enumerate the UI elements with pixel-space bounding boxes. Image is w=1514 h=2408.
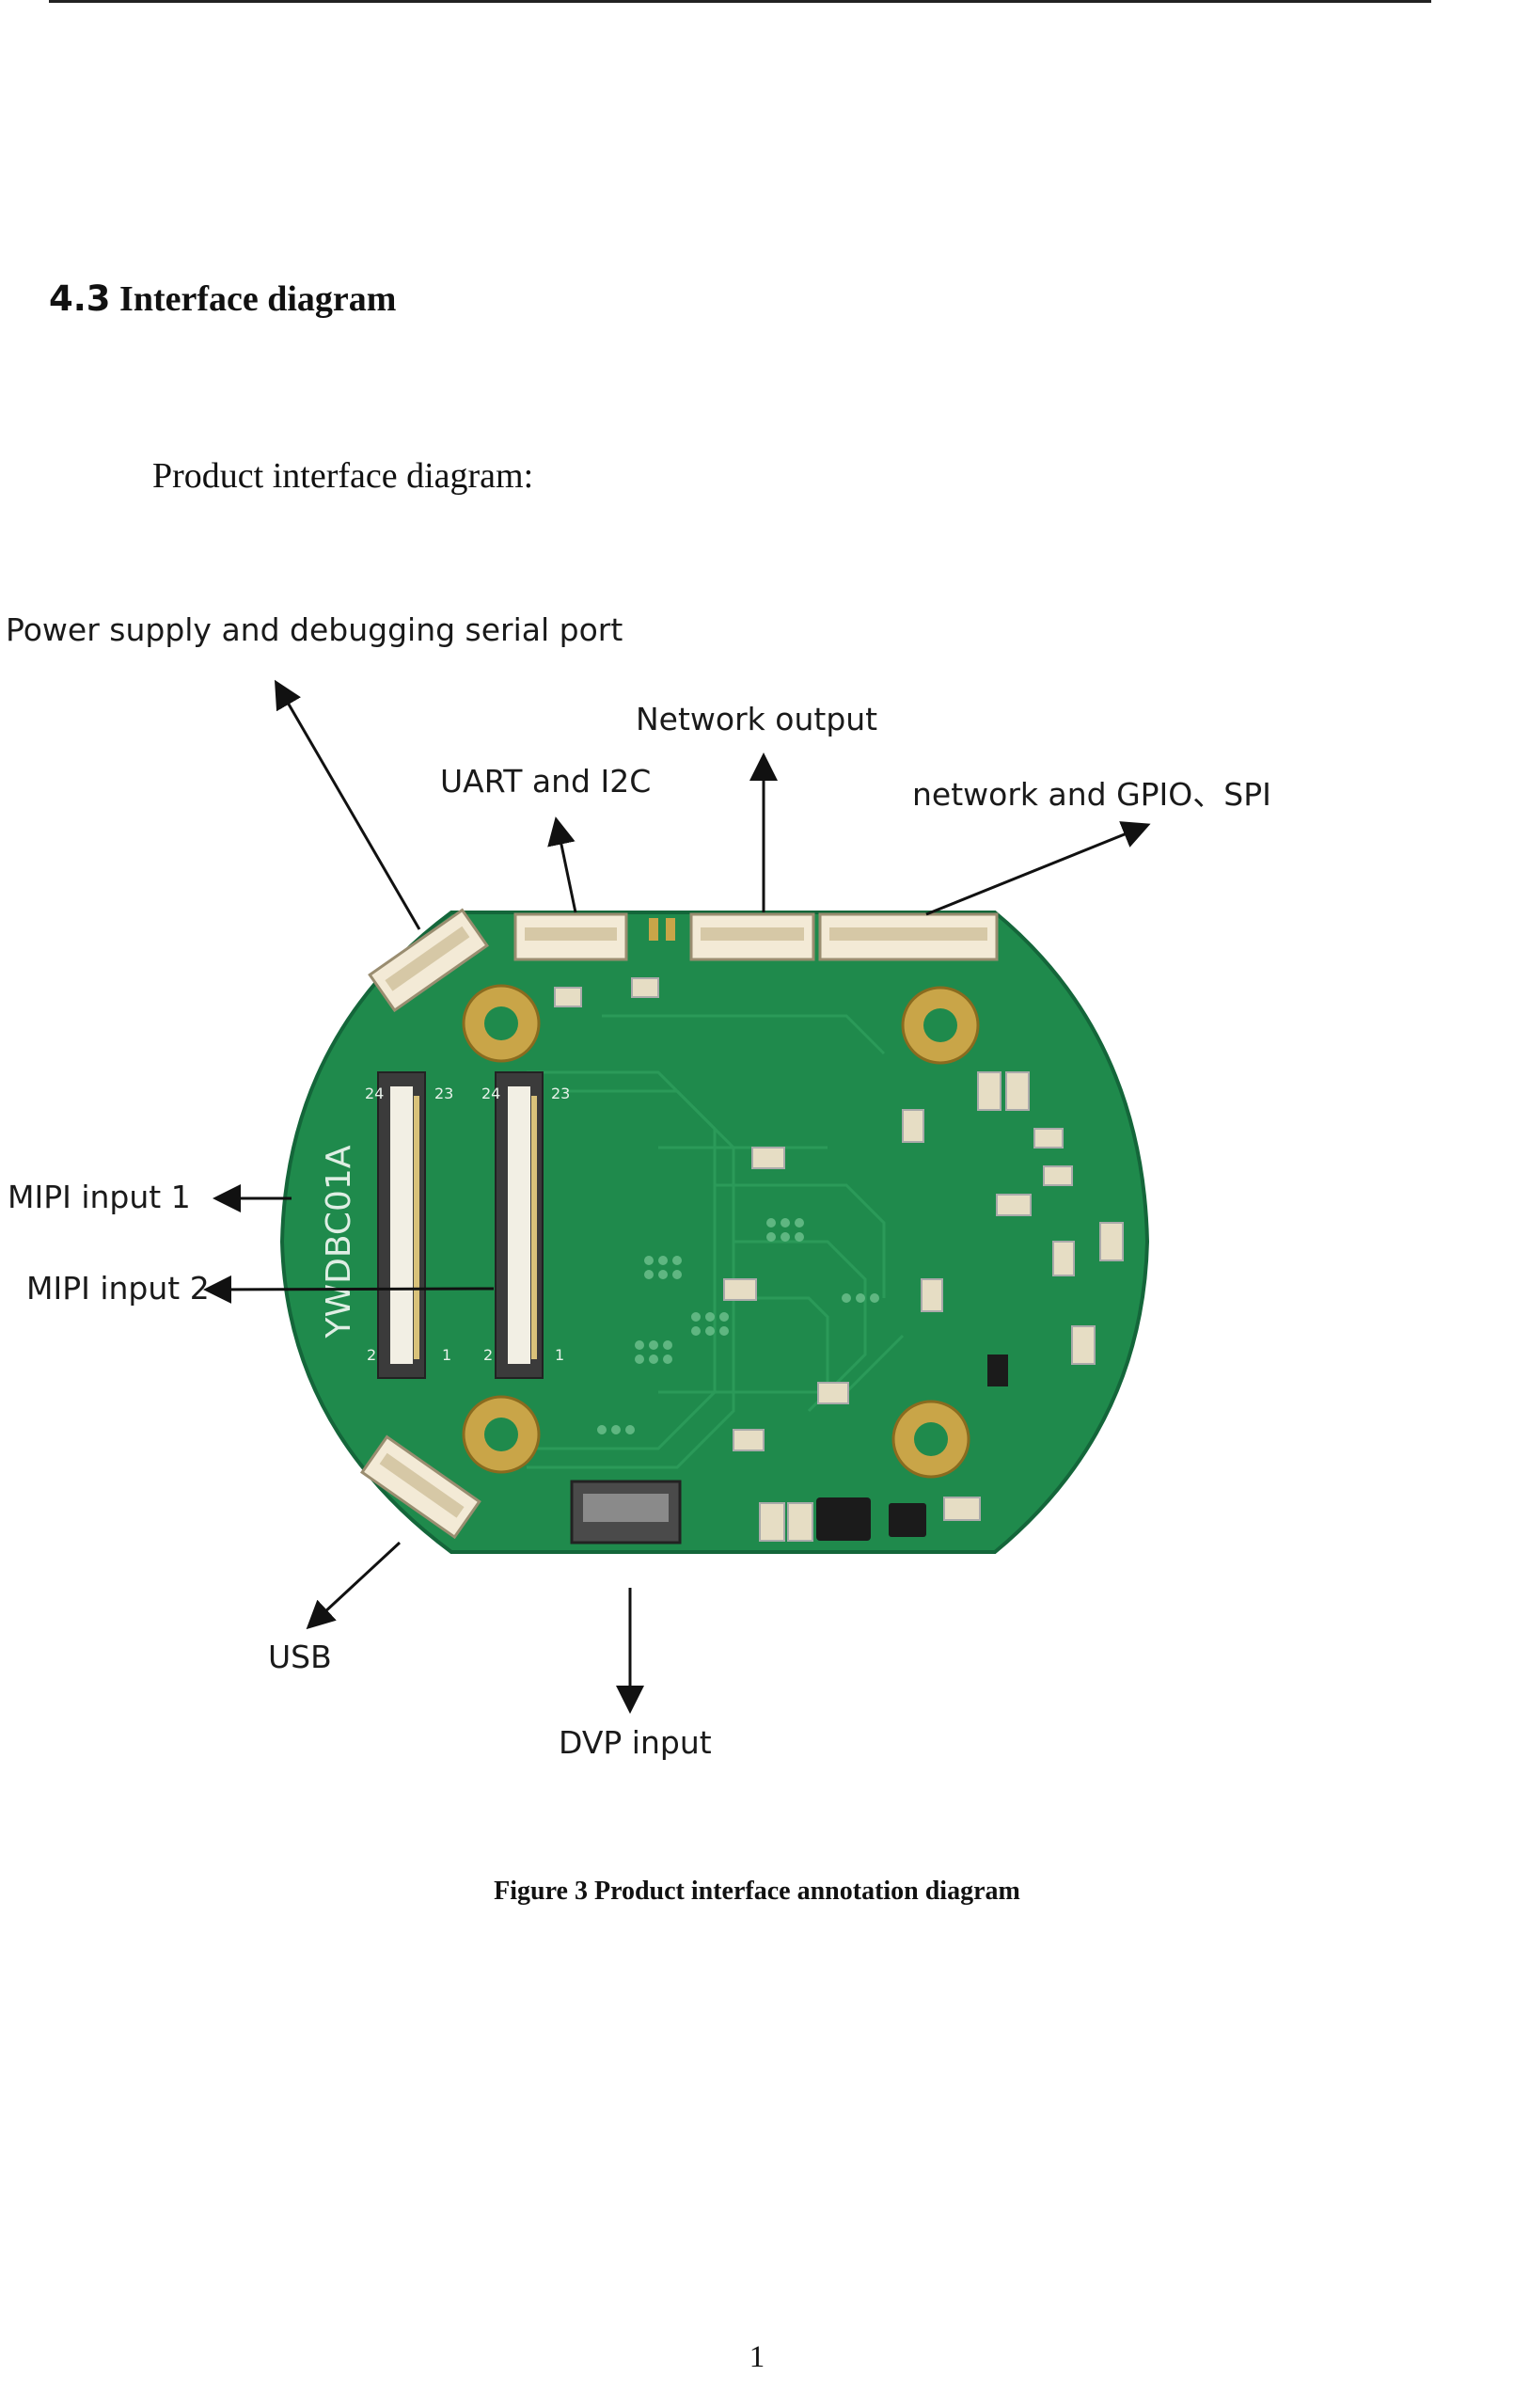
section-heading: 4.3 Interface diagram xyxy=(49,278,396,320)
arrow-network-gpio-spi xyxy=(925,821,1151,916)
pin-label: 24 xyxy=(481,1085,500,1102)
callout-uart-i2c: UART and I2C xyxy=(440,763,652,800)
callout-power-debug: Power supply and debugging serial port xyxy=(6,611,623,648)
mounting-holes xyxy=(462,984,980,1479)
pin-label: 2 xyxy=(483,1346,493,1364)
arrow-mipi-input-2 xyxy=(203,1275,495,1304)
usb-connector xyxy=(359,1434,481,1540)
section-title: Interface diagram xyxy=(119,279,397,319)
callout-usb: USB xyxy=(268,1639,332,1675)
pin-label: 1 xyxy=(555,1346,564,1364)
components xyxy=(554,977,1124,1542)
arrow-usb xyxy=(306,1541,402,1630)
page-number: 1 xyxy=(749,2340,765,2374)
dvp-connector xyxy=(570,1480,682,1545)
arrow-uart-i2c xyxy=(547,816,577,913)
callout-dvp-input: DVP input xyxy=(559,1724,712,1761)
pin-label: 1 xyxy=(442,1346,451,1364)
top-connectors xyxy=(368,908,999,1013)
callout-network-output: Network output xyxy=(636,701,878,737)
pin-label: 23 xyxy=(434,1085,453,1102)
arrow-power-debug xyxy=(274,679,421,930)
interface-figure: YWDBC01A 24 23 24 23 2 1 2 1 Power suppl… xyxy=(0,583,1514,1806)
intro-text: Product interface diagram: xyxy=(152,456,534,496)
board-silkscreen-label: YWDBC01A xyxy=(320,1145,358,1339)
top-rule xyxy=(49,0,1431,3)
callout-network-gpio-spi: network and GPIO、SPI xyxy=(912,776,1271,813)
connector-pin-labels: 24 23 24 23 2 1 2 1 xyxy=(365,1085,570,1364)
figure-caption: Figure 3 Product interface annotation di… xyxy=(494,1877,1020,1906)
callout-mipi-input-1: MIPI input 1 xyxy=(8,1179,191,1215)
pin-label: 24 xyxy=(365,1085,384,1102)
callout-arrows xyxy=(203,679,1151,1714)
pcb-illustration: YWDBC01A 24 23 24 23 2 1 2 1 xyxy=(203,679,1151,1714)
section-number: 4.3 xyxy=(49,278,111,319)
pin-label: 2 xyxy=(367,1346,376,1364)
mipi-connectors xyxy=(377,1071,544,1379)
callout-mipi-input-2: MIPI input 2 xyxy=(26,1270,210,1307)
pin-label: 23 xyxy=(551,1085,570,1102)
